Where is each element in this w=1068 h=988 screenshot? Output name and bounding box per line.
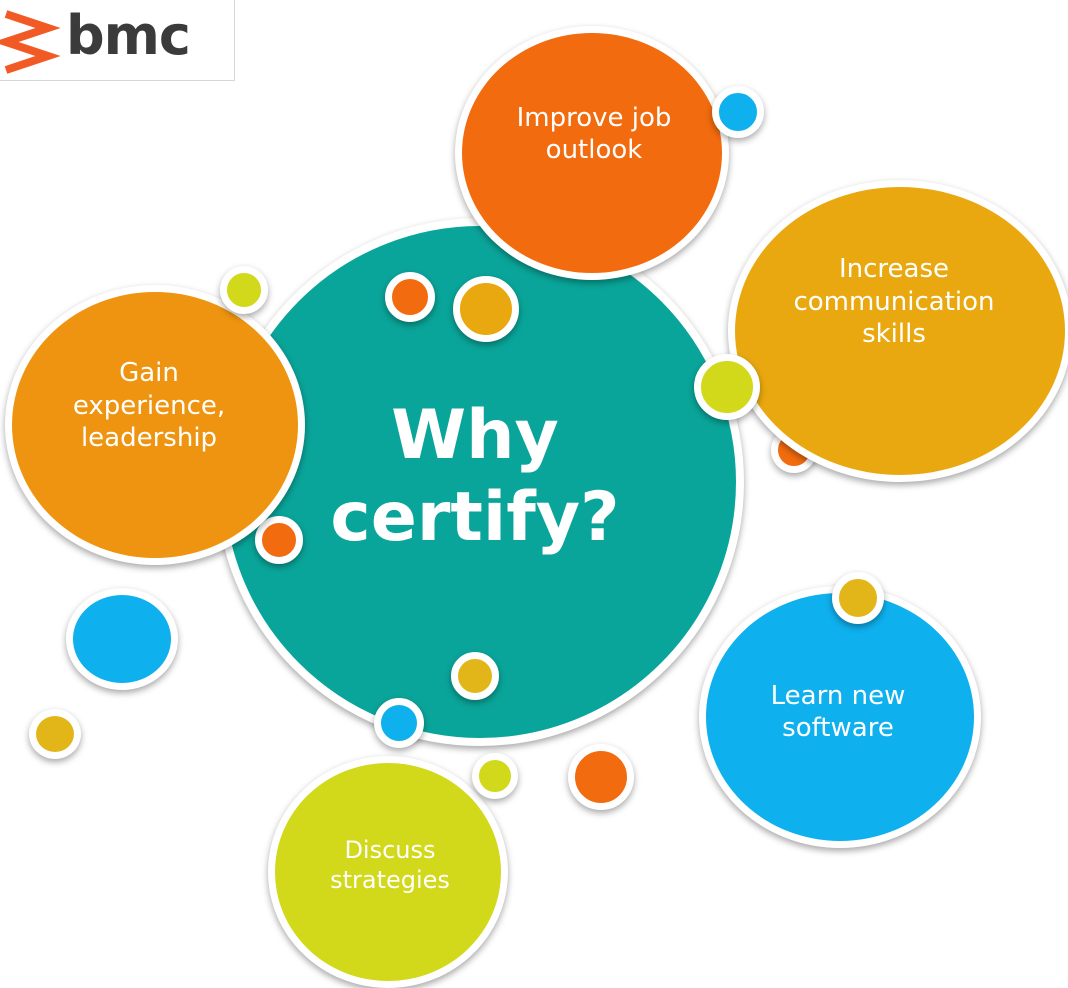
label-strategies: Discuss strategies xyxy=(330,836,450,894)
dot-orange-bottom xyxy=(568,744,634,810)
dot-lime-right xyxy=(694,354,760,420)
bubble-job-outlook: Improve job outlook xyxy=(455,26,729,280)
dot-orange-left xyxy=(255,516,303,564)
logo-text: bmc xyxy=(66,4,191,67)
label-experience: Gain experience, leadership xyxy=(72,358,226,454)
bubble-strategies: Discuss strategies xyxy=(268,756,508,988)
dot-blue-left xyxy=(66,588,178,690)
dot-blue-top xyxy=(712,86,764,138)
dot-lime-bottom xyxy=(472,753,518,799)
dot-blue-bottom xyxy=(374,698,424,748)
dot-lime-left xyxy=(220,266,268,314)
bubble-software: Learn new software xyxy=(699,586,981,848)
dot-yellow-bottom xyxy=(451,652,499,700)
bmc-logo: bmc xyxy=(0,0,235,81)
dot-amber-top xyxy=(453,276,519,342)
label-software: Learn new software xyxy=(770,680,906,744)
label-communication: Increase communication skills xyxy=(793,254,995,350)
dot-yellow-software xyxy=(832,572,884,624)
dot-yellow-left xyxy=(29,709,81,759)
center-title: Why certify? xyxy=(330,396,620,557)
bubble-experience: Gain experience, leadership xyxy=(5,285,305,565)
bubble-communication: Increase communication skills xyxy=(728,180,1068,482)
dot-orange-top xyxy=(385,272,435,322)
bmc-mark-icon xyxy=(0,10,61,74)
label-job-outlook: Improve job outlook xyxy=(516,102,672,166)
